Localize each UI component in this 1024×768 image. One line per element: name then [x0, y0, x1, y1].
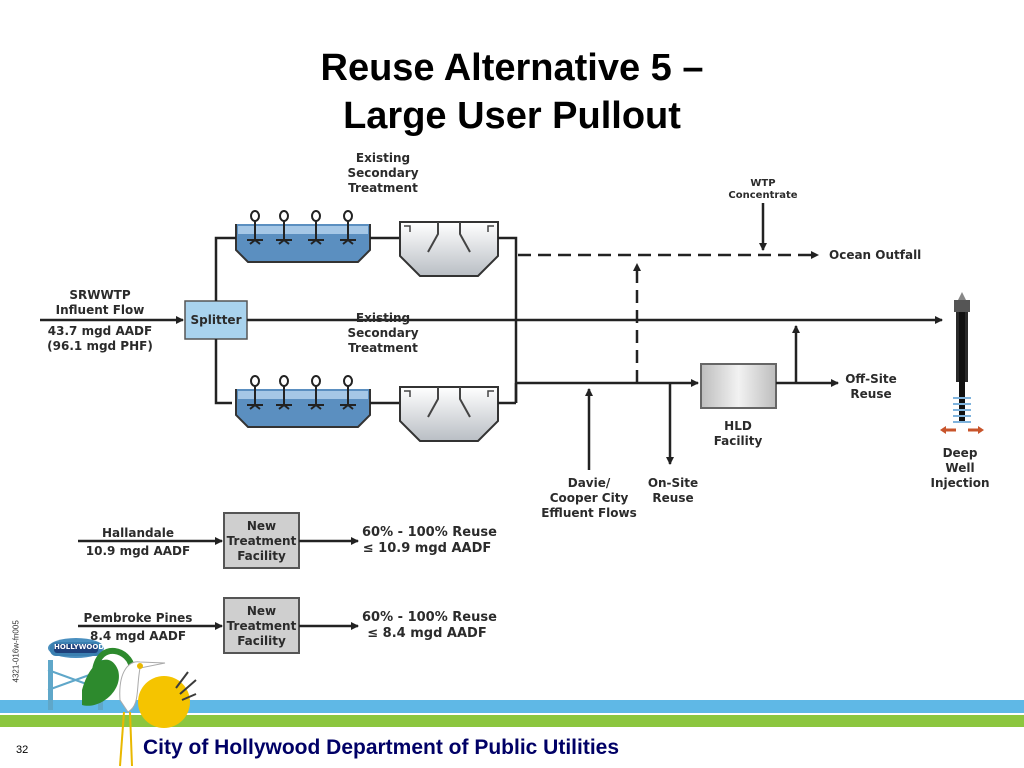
hld-label: HLD Facility: [713, 419, 763, 448]
wtp-concentrate-label: WTP Concentrate: [728, 178, 798, 201]
davie-label: Davie/ Cooper City Effluent Flows: [541, 476, 637, 520]
hollywood-logo: [47, 638, 197, 767]
pembroke-facility-box: [223, 597, 300, 654]
top-clarifier: [399, 221, 499, 277]
top-treatment-label: Existing Secondary Treatment: [347, 151, 419, 195]
mid-treatment-label: Existing Secondary Treatment: [347, 311, 419, 355]
top-aeration-basin: [232, 210, 371, 263]
hallandale-flow: 10.9 mgd AADF: [85, 544, 191, 558]
title-line-1: Reuse Alternative 5 –: [320, 47, 704, 89]
pembroke-flow: 8.4 mgd AADF: [89, 629, 187, 643]
top-clarifier-out: [498, 236, 518, 403]
hallandale-name: Hallandale: [102, 526, 174, 540]
bottom-clarifier: [399, 386, 499, 442]
pembroke-facility-label: New Treatment Facility: [226, 604, 297, 648]
deep-well-icon: [940, 292, 984, 434]
doc-code: 4321-016w-fn005: [11, 620, 21, 683]
offsite-reuse-label: Off-Site Reuse: [845, 372, 897, 401]
influent-label: SRWWTP Influent Flow: [55, 288, 145, 317]
deep-well-label: Deep Well Injection: [930, 446, 990, 490]
splitter-label: Splitter: [190, 313, 242, 327]
title-line-2: Large User Pullout: [343, 95, 681, 137]
hld-facility-box: [700, 363, 777, 409]
splitter-out-top: [214, 236, 232, 301]
bottom-aeration-basin: [235, 375, 371, 428]
influent-flow-label: 43.7 mgd AADF (96.1 mgd PHF): [47, 324, 153, 353]
pembroke-name: Pembroke Pines: [83, 611, 193, 625]
slide-title: Reuse Alternative 5 – Large User Pullout: [0, 44, 1024, 140]
page-number: 32: [16, 744, 29, 756]
splitter-out-bottom: [214, 339, 232, 405]
footer-title: City of Hollywood Department of Public U…: [143, 736, 620, 759]
hallandale-facility-label: New Treatment Facility: [226, 519, 297, 563]
footer-band-blue: [0, 700, 1024, 713]
pembroke-reuse: 60% - 100% Reuse ≤ 8.4 mgd AADF: [362, 610, 497, 641]
onsite-reuse-label: On-Site Reuse: [647, 476, 699, 505]
ocean-outfall-label: Ocean Outfall: [829, 248, 922, 262]
footer-band-green: [0, 715, 1024, 727]
logo-text: HOLLYWOOD: [54, 643, 105, 651]
hallandale-reuse: 60% - 100% Reuse ≤ 10.9 mgd AADF: [362, 525, 497, 556]
